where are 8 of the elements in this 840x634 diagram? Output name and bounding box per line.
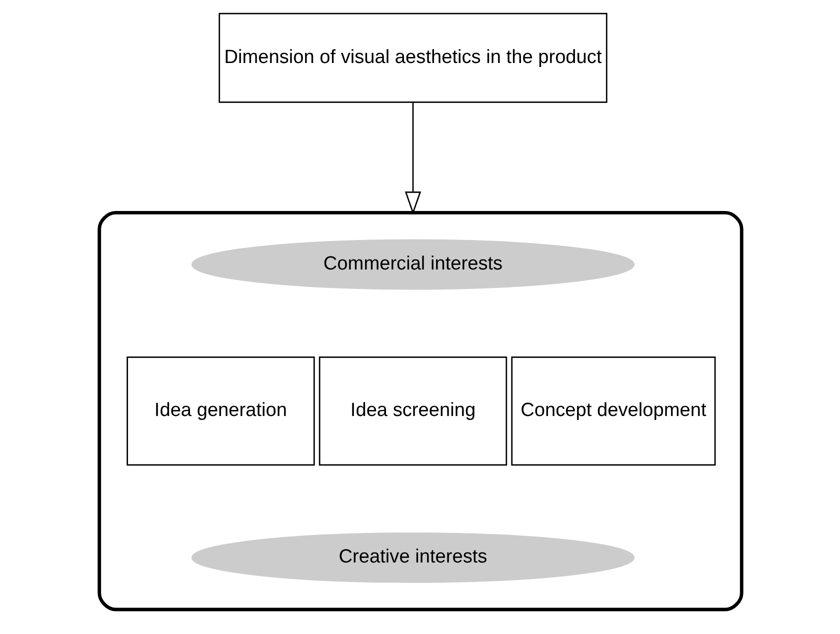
node-ellipse: Creative interests bbox=[190, 532, 634, 583]
node-box: Dimension of visual aesthetics in the product bbox=[218, 12, 607, 103]
node-box: Concept development bbox=[510, 356, 716, 466]
arrow bbox=[404, 102, 421, 215]
node-ellipse: Commercial interests bbox=[190, 239, 634, 290]
cluster bbox=[97, 210, 743, 612]
node-box: Idea generation bbox=[126, 356, 314, 466]
node-box: Idea screening bbox=[318, 356, 507, 466]
